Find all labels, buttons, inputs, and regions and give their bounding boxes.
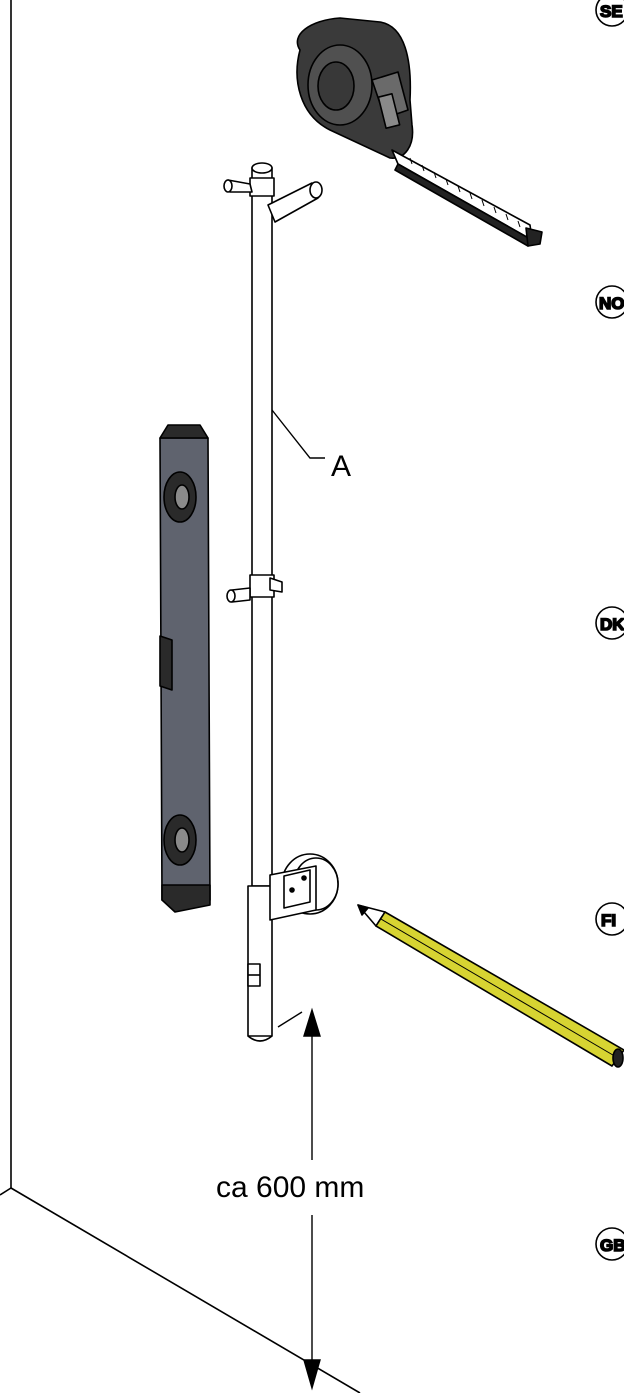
part-a-label: A xyxy=(331,450,351,483)
badge-se: SE xyxy=(595,0,624,27)
tape-measure-icon xyxy=(296,17,543,247)
language-badges: SE NO DK FI GB xyxy=(595,0,624,1261)
height-label: ca 600 mm xyxy=(216,1171,364,1204)
svg-text:FI: FI xyxy=(601,911,616,930)
svg-text:SE: SE xyxy=(600,2,623,21)
wall xyxy=(0,0,361,1393)
wall-bracket-icon xyxy=(269,853,339,921)
badge-dk: DK xyxy=(595,606,624,640)
svg-text:GB: GB xyxy=(600,1236,624,1255)
svg-text:NO: NO xyxy=(599,294,624,313)
height-dimension xyxy=(277,1007,321,1391)
pencil-icon xyxy=(357,904,624,1068)
slide-rail xyxy=(223,162,323,1042)
part-a-callout: A xyxy=(271,409,351,483)
badge-fi: FI xyxy=(595,902,624,936)
badge-no: NO xyxy=(595,285,624,319)
svg-text:DK: DK xyxy=(600,615,624,634)
spirit-level-icon xyxy=(159,424,211,913)
badge-gb: GB xyxy=(595,1227,624,1261)
